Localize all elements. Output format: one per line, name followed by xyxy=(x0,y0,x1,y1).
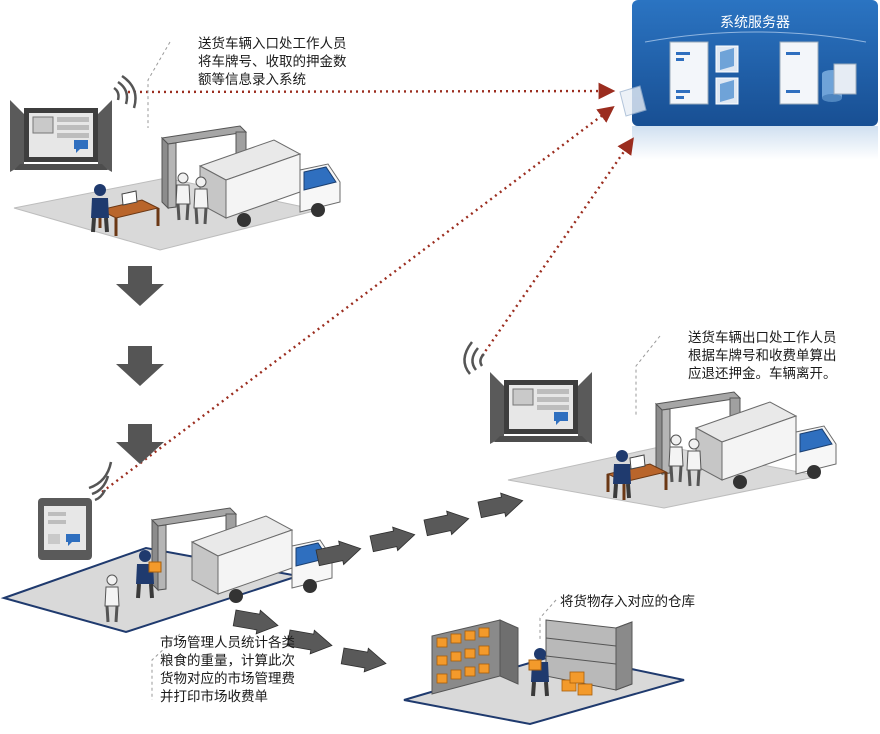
entrance-data-link xyxy=(127,82,616,100)
entrance-caption: 送货车辆入口处工作人员 将车牌号、收取的押金数 额等信息录入系统 xyxy=(198,36,347,88)
warehouse-scene xyxy=(403,619,685,726)
database-server-icon xyxy=(779,41,857,105)
cargo-boxes xyxy=(561,671,593,696)
warehouse-caption: 将货物存入对应的仓库 xyxy=(560,594,695,610)
tablet-terminal-icon xyxy=(38,498,92,560)
system-server xyxy=(619,0,878,160)
wifi-signal-icon xyxy=(113,74,137,109)
weighing-caption: 市场管理人员统计各类 粮食的重量，计算此次 货物对应的市场管理费 并打印市场收费… xyxy=(160,635,295,705)
entrance-scene xyxy=(9,99,341,251)
server-title: 系统服务器 xyxy=(720,15,790,31)
data-links xyxy=(101,82,634,493)
wifi-signal-icon xyxy=(463,341,485,375)
wifi-signal-icon xyxy=(88,461,113,502)
document-stack-icon xyxy=(715,45,739,105)
storage-shelf-full xyxy=(431,619,519,695)
flow-arrows-down xyxy=(116,266,164,464)
exit-data-link xyxy=(481,137,634,357)
exit-caption: 送货车辆出口处工作人员 根据车牌号和收费单算出 应退还押金。车辆离开。 xyxy=(688,330,837,382)
weighing-scene xyxy=(0,498,333,634)
leader-lines xyxy=(147,41,661,700)
server-rack-icon xyxy=(669,41,709,105)
weighing-data-link xyxy=(101,105,615,493)
exit-scene xyxy=(489,371,837,509)
